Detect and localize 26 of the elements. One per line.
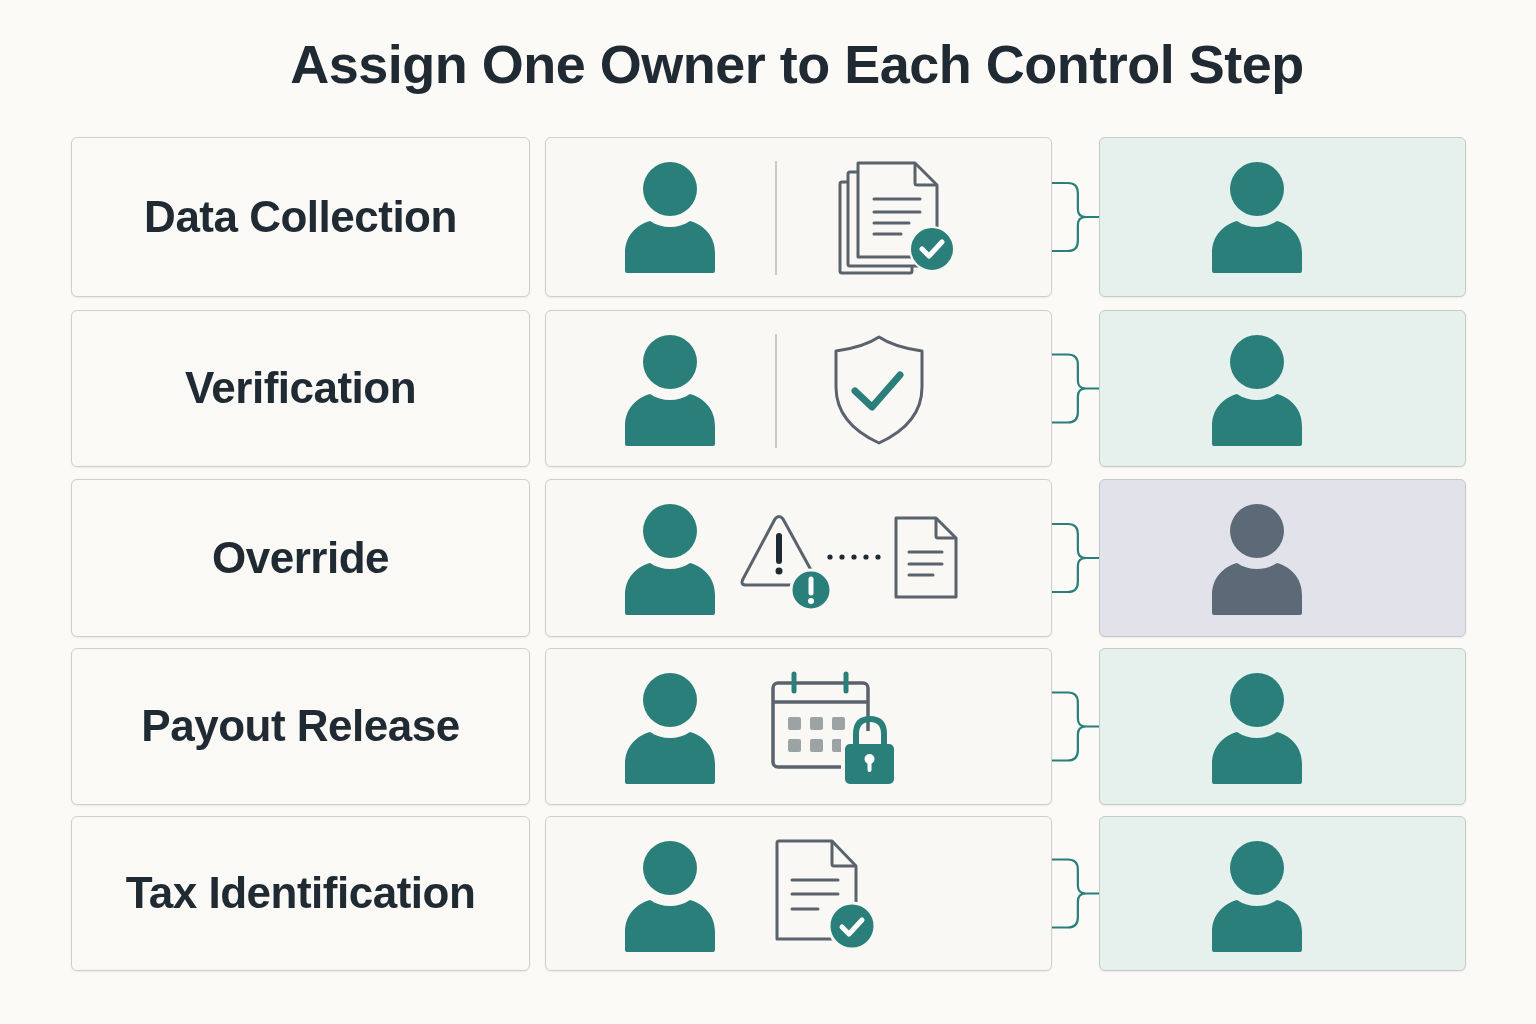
control-panel <box>545 479 1052 637</box>
control-panel <box>545 816 1052 971</box>
bracket-connector <box>1050 181 1101 253</box>
bracket-connector <box>1050 691 1101 762</box>
owner-card <box>1099 479 1466 637</box>
step-name: Payout Release <box>140 701 461 752</box>
title: Assign One Owner to Each Control Step <box>290 33 1304 96</box>
owner-card <box>1099 648 1466 805</box>
bracket-connector <box>1050 522 1101 594</box>
step-box <box>71 816 530 971</box>
bracket-connector <box>1050 858 1101 929</box>
step-name: Tax Identification <box>124 868 477 919</box>
step-name: Override <box>211 532 390 584</box>
control-panel <box>545 137 1052 297</box>
step-name: Data Collection <box>143 191 458 243</box>
owner-card <box>1099 137 1466 297</box>
step-box <box>71 479 530 637</box>
step-box <box>71 648 530 805</box>
step-name: Verification <box>183 363 418 414</box>
owner-card <box>1099 816 1466 971</box>
step-box <box>71 137 530 297</box>
control-panel <box>545 310 1052 467</box>
control-panel <box>545 648 1052 805</box>
bracket-connector <box>1050 353 1101 424</box>
step-box <box>71 310 530 467</box>
owner-card <box>1099 310 1466 467</box>
